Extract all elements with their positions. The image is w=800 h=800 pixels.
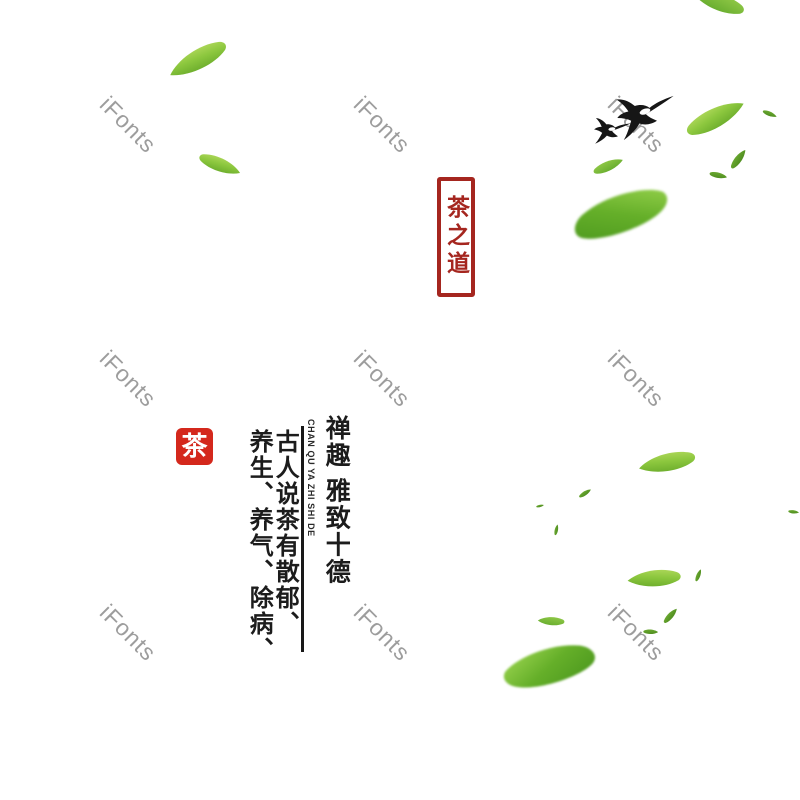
leaf-fragment (760, 106, 778, 123)
leaf-fragment (659, 606, 681, 627)
watermark: iFonts (348, 599, 416, 667)
tea-leaf (546, 176, 694, 251)
quote-column-left: 养生、养气、除病、 (245, 429, 272, 663)
leaf-fragment (577, 487, 593, 500)
leaf-fragment (690, 567, 706, 584)
watermark: iFonts (348, 345, 416, 413)
seal-characters: 茶之道 (443, 195, 469, 279)
tea-leaf (163, 26, 235, 95)
seal-character: 茶 (181, 431, 208, 461)
leaf-fragment (708, 167, 729, 185)
swallow-bird-icon (589, 114, 632, 151)
tea-square-seal: 茶 (176, 428, 213, 465)
leaf-fragment (725, 146, 752, 172)
watermark: iFonts (602, 345, 670, 413)
leaf-fragment (589, 157, 627, 176)
watermark: iFonts (94, 91, 162, 159)
leaf-fragment (537, 614, 566, 630)
tea-leaf (689, 0, 749, 17)
tea-seal-stamp: 茶之道 (437, 177, 475, 297)
leaf-fragment (536, 503, 544, 509)
tea-leaf (626, 560, 684, 598)
leaf-fragment (787, 506, 800, 517)
heading-chinese: 禅趣 雅致十德 (322, 415, 350, 586)
leaf-fragment (549, 522, 565, 537)
vertical-divider-line (301, 426, 304, 652)
tea-leaf (676, 97, 754, 140)
watermark: iFonts (94, 599, 162, 667)
tea-leaf (637, 440, 700, 486)
quote-column-right: 古人说茶有散郁、 (271, 429, 298, 637)
tea-leaf (482, 623, 618, 709)
tea-leaf (193, 143, 244, 186)
heading-pinyin: CHAN QU YA ZHI SHI DE (306, 419, 316, 537)
watermark: iFonts (94, 345, 162, 413)
watermark: iFonts (348, 91, 416, 159)
